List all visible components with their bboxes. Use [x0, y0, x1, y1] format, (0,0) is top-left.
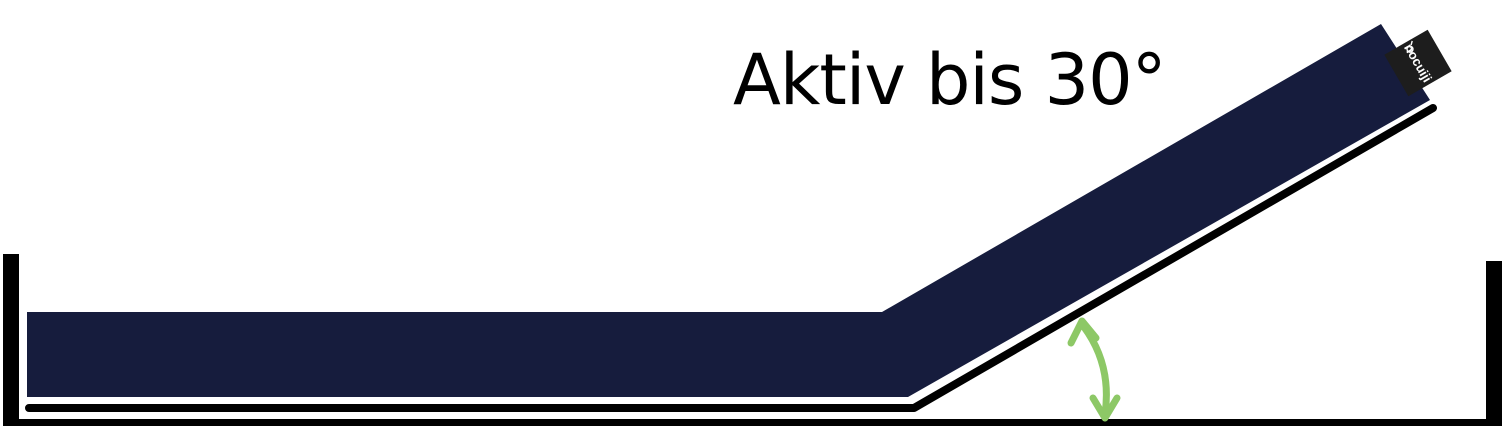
angle-caption: Aktiv bis 30°	[733, 39, 1167, 121]
mattress	[27, 24, 1430, 397]
bed-frame	[3, 254, 1502, 426]
frame-right-post	[1486, 261, 1502, 426]
double-arrow-icon	[1067, 317, 1121, 422]
frame-left-post	[3, 254, 19, 426]
bed-base-support	[25, 104, 1437, 412]
brand-logo-icon	[1406, 40, 1414, 53]
brand-label: nocuiji	[1384, 29, 1452, 97]
frame-floor-rail	[3, 419, 1502, 426]
